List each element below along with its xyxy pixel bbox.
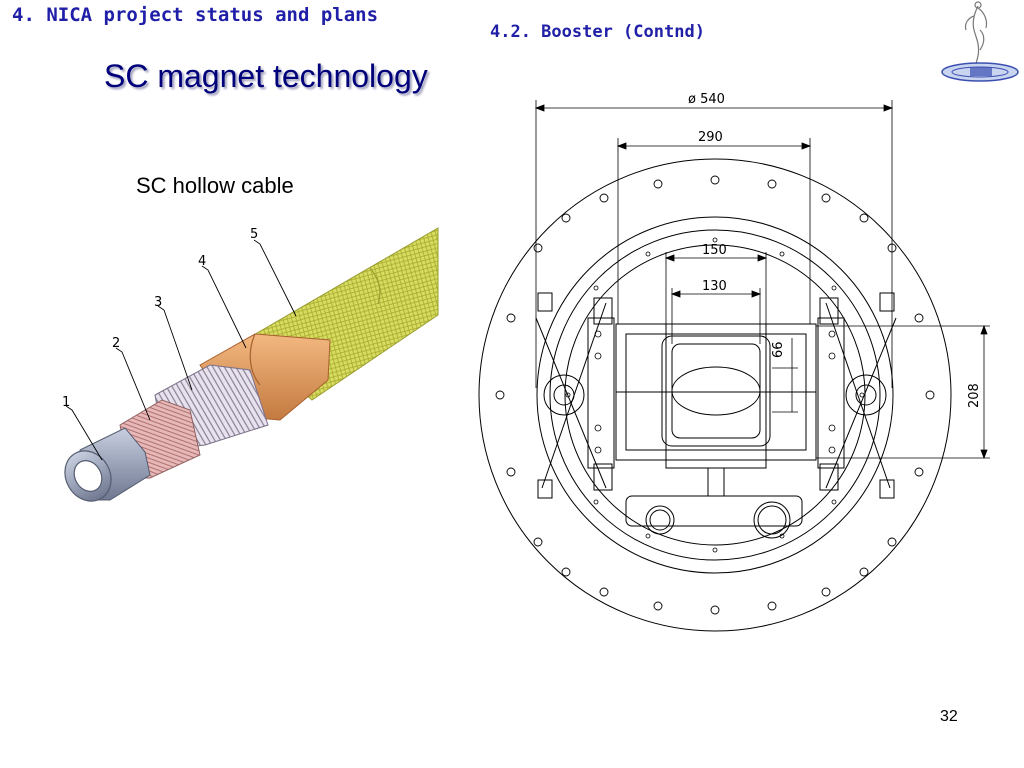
- page-number: 32: [940, 708, 958, 725]
- cable-label-3: 3: [154, 295, 162, 310]
- cable-label-2: 2: [112, 336, 120, 351]
- magnet-cross-section-drawing: ø 540 290 150 130 66 208: [478, 92, 990, 632]
- slide-title: SC magnet technology: [104, 58, 428, 94]
- cable-label-5: 5: [250, 227, 258, 242]
- dim-130: 130: [702, 279, 727, 294]
- dim-outer-diameter: ø 540: [688, 92, 725, 107]
- dim-66: 66: [771, 341, 786, 358]
- section-title: 4. NICA project status and plans: [12, 4, 379, 26]
- dim-290: 290: [698, 130, 723, 145]
- dim-208: 208: [967, 383, 982, 408]
- nica-logo-icon: [941, 1, 1019, 82]
- cable-label-1: 1: [62, 395, 70, 410]
- cable-label-4: 4: [198, 254, 206, 269]
- hollow-cable-illustration: 1 2 3 4 5: [62, 227, 439, 502]
- dim-150: 150: [702, 243, 727, 258]
- cable-caption: SC hollow cable: [136, 173, 294, 198]
- subsection-title: 4.2. Booster (Contnd): [490, 22, 705, 42]
